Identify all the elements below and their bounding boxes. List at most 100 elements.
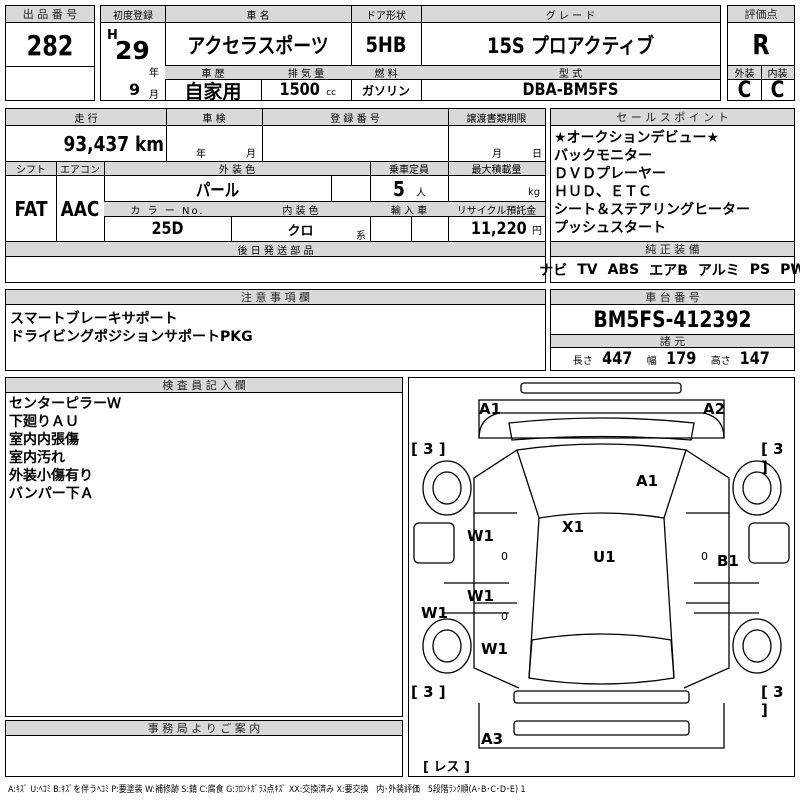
equipment-item: エアB <box>649 263 688 279</box>
sales-point: ＤＶＤプレーヤー <box>554 166 666 182</box>
inspector-note: 室内汚れ <box>9 450 65 466</box>
reg-month-unit: 月 <box>149 90 159 101</box>
max-load-unit: kg <box>528 187 541 198</box>
damage-mark: A1 <box>479 400 502 418</box>
ext-color-label: 外 装 色 <box>218 165 256 176</box>
damage-mark: X1 <box>562 518 585 536</box>
sales-point: ★オークションデビュー★ <box>554 130 720 146</box>
door-type: 5HB <box>365 32 407 57</box>
equipment-label: 純 正 装 備 <box>551 241 794 257</box>
note-item: ドライビングポジションサポートPKG <box>10 329 253 345</box>
equipment-item: アルミ <box>697 263 740 279</box>
int-score-label: 内装 <box>767 69 788 80</box>
overall-score: R <box>752 28 770 61</box>
reg-label: 初度登録 <box>113 11 153 22</box>
fuel-label: 燃 料 <box>374 69 398 80</box>
chassis-number: BM5FS-412392 <box>593 307 752 333</box>
int-color: クロ <box>287 223 314 239</box>
history: 自家用 <box>184 80 242 103</box>
fuel: ガソリン <box>361 83 410 98</box>
damage-mark: 0 <box>501 550 508 563</box>
model-code: DBA-BM5FS <box>522 80 619 100</box>
damage-mark: A2 <box>703 400 726 418</box>
import-label: 輸 入 車 <box>390 205 428 217</box>
displacement-label: 排 気 量 <box>287 69 325 80</box>
damage-mark: [ 3 ] <box>411 440 446 458</box>
notes-label: 注 意 事 項 欄 <box>6 290 545 305</box>
displacement-unit: cc <box>326 88 337 98</box>
equipment-item: PS <box>749 262 771 278</box>
lot-number: 282 <box>26 28 74 62</box>
width-label: 幅 <box>646 355 657 367</box>
sales-point: ＨＵＤ、ＥＴＣ <box>554 184 652 200</box>
transfer-label: 譲渡書類期限 <box>466 114 527 125</box>
history-label: 車 歴 <box>201 69 225 80</box>
ac-label: エアコン <box>60 165 100 176</box>
equipment-item: ナビ <box>539 263 568 279</box>
damage-mark: W1 <box>467 587 494 605</box>
dims-label: 諸 元 <box>551 334 794 348</box>
details-box: 走 行 車 検 登 録 番 号 譲渡書類期限 93,437 km 年 月 月 日… <box>5 108 546 283</box>
notes-box: 注 意 事 項 欄 スマートブレーキサポート ドライビングポジションサポートPK… <box>5 289 546 371</box>
damage-mark: [ レス ] <box>423 760 470 775</box>
int-color-label: 内 装 色 <box>282 205 319 217</box>
note-item: スマートブレーキサポート <box>10 311 178 327</box>
damage-mark: U1 <box>593 548 616 566</box>
length-label: 長さ <box>572 355 593 367</box>
ac: AAC <box>60 196 100 221</box>
damage-mark: W1 <box>467 527 494 545</box>
equipment-item: TV <box>577 262 598 278</box>
recycle-fee: 11,220 <box>471 219 528 239</box>
score-box: 評価点 R 外装 内装 C C <box>727 5 795 103</box>
mileage: 93,437 km <box>63 131 164 156</box>
capacity: 5 <box>393 176 405 201</box>
inspector-note: センターピラーＷ <box>9 396 121 412</box>
car-name: アクセラスポーツ <box>187 33 329 58</box>
color-no-label: カ ラ ー No. <box>130 205 205 217</box>
inspector-note: 下廻りＡＵ <box>9 414 79 430</box>
ext-color: パール <box>195 181 240 201</box>
reg-month: 9 <box>129 80 141 99</box>
reg-year-unit: 年 <box>149 68 159 79</box>
sales-label: セ ー ル ス ポ イ ン ト <box>551 109 794 126</box>
grade-label: グ レ ー ド <box>545 11 596 22</box>
sales-point: プッシュスタート <box>554 220 666 236</box>
lot-box: 出 品 番 号 282 <box>5 5 95 101</box>
shift-label: シフト <box>16 165 46 176</box>
office-box: 事 務 局 よ り ご 案 内 <box>5 720 403 777</box>
inspection-month-unit: 月 <box>246 149 256 160</box>
inspector-note: 外装小傷有り <box>9 468 93 484</box>
ext-score: C <box>737 77 752 103</box>
sales-point: バックモニター <box>554 148 652 164</box>
model-label: 型 式 <box>558 69 583 80</box>
damage-mark: [ 3 ] <box>411 683 446 701</box>
damage-mark: [ 3 ] <box>761 440 784 476</box>
damage-mark: A3 <box>481 730 504 748</box>
height: 147 <box>739 349 770 369</box>
damage-mark: B1 <box>717 552 739 570</box>
inspector-label: 検 査 員 記 入 欄 <box>6 378 402 393</box>
ext-score-label: 外装 <box>734 69 755 80</box>
width: 179 <box>665 349 697 369</box>
vehicle-info: 初度登録 車 名 ドア形状 グ レ ー ド H 29 年 9 月 アクセラスポー… <box>100 5 721 103</box>
inspection-label: 車 検 <box>202 114 226 125</box>
office-label: 事 務 局 よ り ご 案 内 <box>6 721 402 736</box>
grade: 15S プロアクティブ <box>487 33 654 58</box>
damage-mark: 0 <box>701 550 708 563</box>
int-score: C <box>770 77 785 103</box>
transfer-day-unit: 日 <box>532 149 542 160</box>
inspector-box: 検 査 員 記 入 欄 センターピラーＷ 下廻りＡＵ 室内内張傷 室内汚れ 外装… <box>5 377 403 717</box>
inspection-year-unit: 年 <box>196 149 206 160</box>
inspector-note: バンパー下Ａ <box>9 486 94 502</box>
length: 447 <box>601 349 633 369</box>
reg-year: 29 <box>115 36 150 65</box>
capacity-label: 乗車定員 <box>389 165 429 176</box>
damage-mark: A1 <box>636 472 659 490</box>
damage-mark: W1 <box>481 640 508 658</box>
car-name-label: 車 名 <box>246 11 270 22</box>
later-parts-label: 後 日 発 送 部 品 <box>237 245 314 257</box>
door-label: ドア形状 <box>366 11 406 22</box>
max-load-label: 最大積載量 <box>471 165 522 176</box>
damage-mark: 0 <box>501 610 508 623</box>
